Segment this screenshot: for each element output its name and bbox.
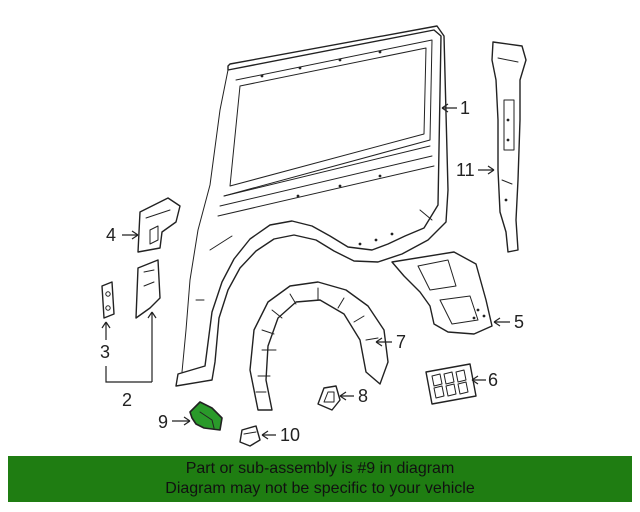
callout-6: 6	[488, 370, 498, 390]
leader-11	[478, 165, 495, 175]
callout-9: 9	[158, 412, 168, 432]
part-10-fastener[interactable]	[239, 425, 261, 447]
part-5-inner-panel[interactable]	[391, 251, 493, 335]
callout-8: 8	[358, 386, 368, 406]
leader-4	[122, 230, 139, 240]
part-1-side-panel[interactable]	[175, 25, 449, 387]
part-3-plate[interactable]	[101, 281, 115, 319]
leader-3	[101, 321, 111, 340]
part-8-grommet[interactable]	[317, 385, 341, 411]
leader-2-right	[147, 311, 157, 382]
leader-6	[471, 375, 486, 385]
leader-8	[339, 391, 354, 401]
part-2-brace[interactable]	[135, 259, 161, 319]
callout-10: 10	[280, 425, 300, 445]
leader-1	[441, 103, 457, 113]
part-7-wheelhouse[interactable]	[249, 281, 389, 411]
callout-7: 7	[396, 332, 406, 352]
leader-9	[172, 416, 191, 426]
part-4-bracket[interactable]	[137, 197, 181, 253]
part-6-vent[interactable]	[425, 363, 477, 405]
callout-1: 1	[460, 98, 470, 118]
leader-7	[375, 337, 392, 347]
callout-4: 4	[106, 225, 116, 245]
callout-3: 3	[100, 342, 110, 362]
callout-2: 2	[122, 390, 132, 410]
part-11-pillar[interactable]	[491, 41, 527, 253]
info-banner: Part or sub-assembly is #9 in diagram Di…	[8, 456, 632, 502]
banner-line-2: Diagram may not be specific to your vehi…	[165, 480, 475, 497]
callout-5: 5	[514, 312, 524, 332]
leader-2-left	[105, 366, 152, 383]
banner-line-1: Part or sub-assembly is #9 in diagram	[185, 460, 455, 477]
part-9-clip-highlighted[interactable]	[189, 401, 223, 431]
leader-5	[493, 317, 510, 327]
callout-11: 11	[456, 160, 475, 180]
leader-10	[261, 430, 276, 440]
